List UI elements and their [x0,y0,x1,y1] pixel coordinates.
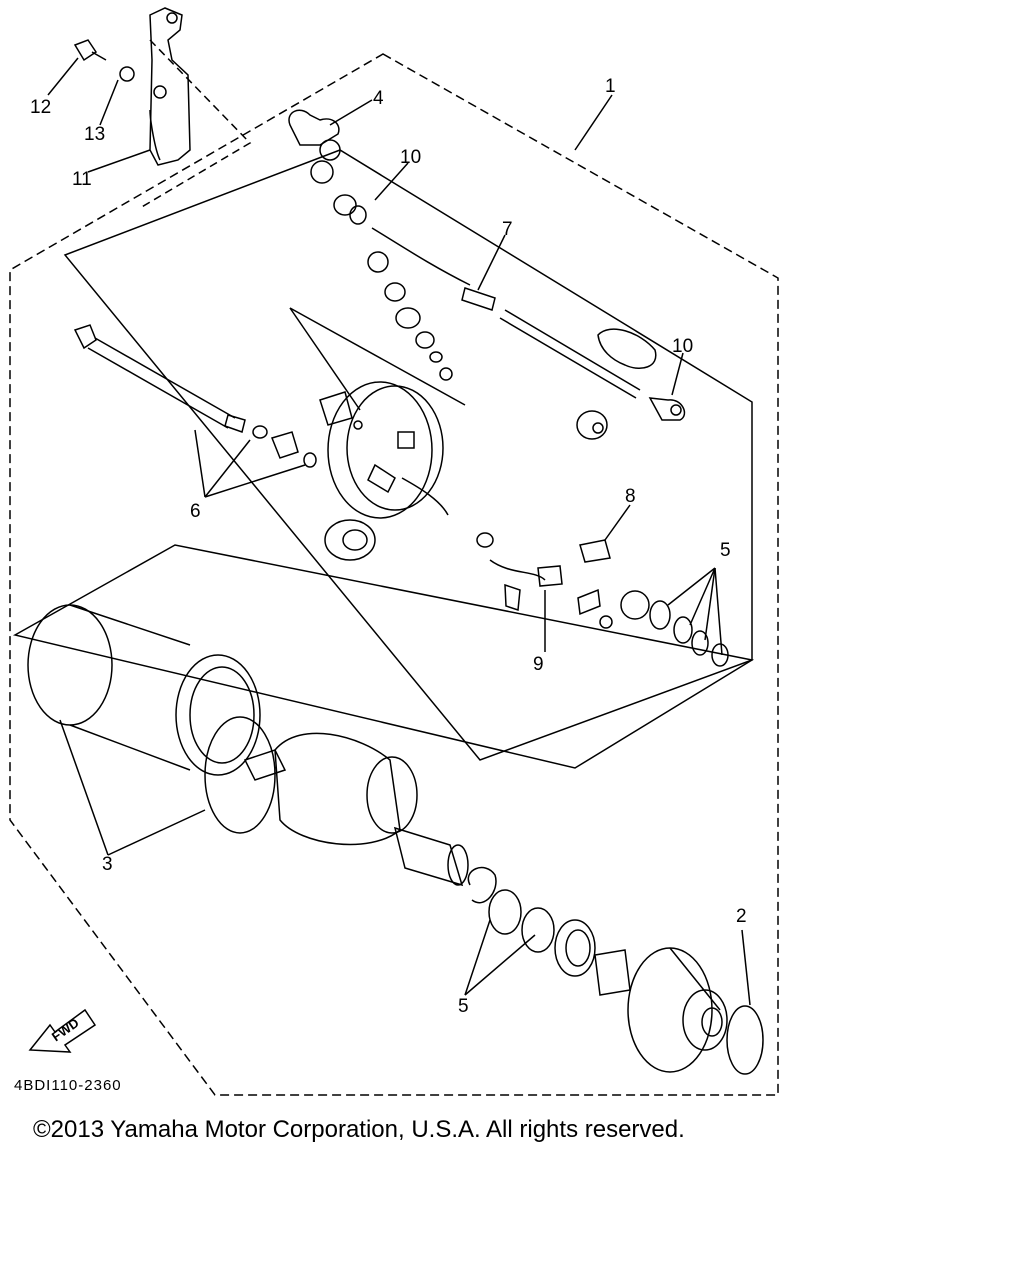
callout-7: 7 [502,219,513,240]
callout-10-right: 10 [672,336,693,357]
callout-8: 8 [625,486,636,507]
callout-4: 4 [373,88,384,109]
callout-6: 6 [190,501,201,522]
bracket-boundary [139,39,252,209]
copyright-notice: ©2013 Yamaha Motor Corporation, U.S.A. A… [33,1116,685,1143]
end-cover-group-outline [63,149,753,761]
yoke-group-outline [12,544,755,769]
drawing-code: 4BDI110-2360 [14,1077,122,1094]
callout-9: 9 [533,654,544,675]
callout-3: 3 [102,854,113,875]
callout-11: 11 [72,169,92,190]
callout-5-upper: 5 [720,540,731,561]
callout-labels: 1 2 3 4 5 5 6 7 8 9 10 10 11 12 13 FWD 4… [14,76,747,1094]
assembly-boundary [9,53,779,1096]
callout-10-upper: 10 [400,147,421,168]
starter-motor-exploded-diagram: 1 2 3 4 5 5 6 7 8 9 10 10 11 12 13 FWD 4… [9,7,779,1096]
callout-12: 12 [30,97,51,118]
callout-2: 2 [736,906,747,927]
fwd-arrow [28,1008,97,1053]
callout-13: 13 [84,124,105,145]
callout-1: 1 [605,76,616,97]
fwd-label: FWD [49,1015,82,1044]
callout-5-lower: 5 [458,996,469,1017]
